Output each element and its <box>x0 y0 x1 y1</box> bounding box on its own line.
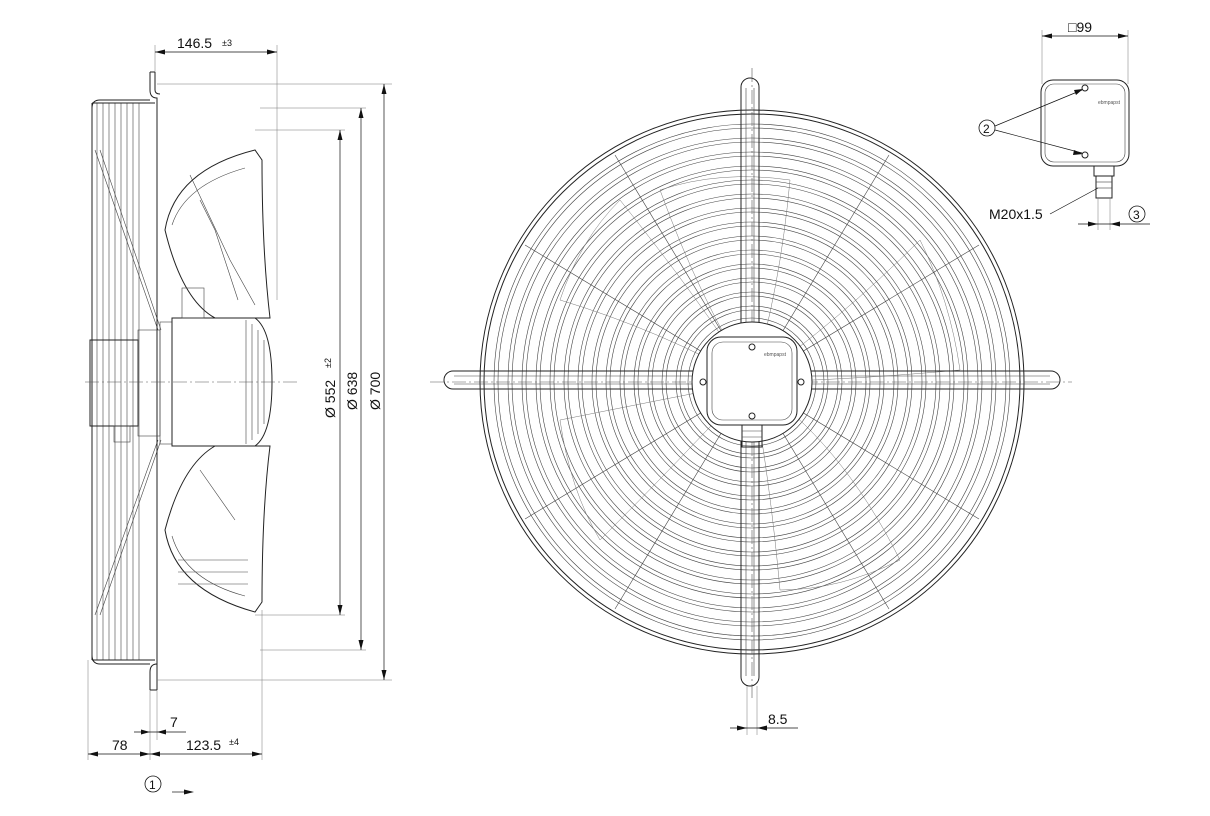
terminal-box-detail: □99 ebmpapst 2 M20x1.5 <box>978 19 1150 230</box>
cable-gland-leader <box>1049 187 1099 215</box>
front-cable-gland <box>741 424 763 448</box>
front-view: ebmpapst 8.5 <box>430 68 1072 735</box>
dim-dia-inner-value: Ø 552 <box>322 380 338 418</box>
terminal-box-brand-mark: ebmpapst <box>1098 100 1121 106</box>
front-screw-top <box>748 343 756 351</box>
front-blades <box>559 176 961 591</box>
dim-front-offset-value: 123.5 <box>186 737 221 753</box>
side-blade-upper <box>164 149 271 319</box>
terminal-box-body <box>1040 79 1130 167</box>
cable-gland-label: M20x1.5 <box>989 206 1043 222</box>
callout-view-direction: 1 <box>144 775 194 795</box>
dim-top-depth-tol: ±3 <box>222 38 232 48</box>
dimension-dia-mid: Ø 638 <box>344 108 364 650</box>
terminal-box-screw-bottom <box>1081 151 1089 159</box>
dim-top-depth-value: 146.5 <box>177 35 212 51</box>
side-blade-lower <box>164 445 271 613</box>
callout-gland: 3 <box>1078 205 1150 227</box>
dimension-front-offset: 123.5 ±4 <box>150 737 262 757</box>
dim-terminal-box-value: □99 <box>1068 19 1092 35</box>
dimension-slot-width: 8.5 <box>730 686 798 735</box>
dim-dia-mid-value: Ø 638 <box>344 372 360 410</box>
dim-dia-inner-tol: ±2 <box>323 358 333 368</box>
dim-flange-thickness-value: 7 <box>170 714 178 730</box>
callout-2-label: 2 <box>983 122 990 136</box>
dim-slot-width-value: 8.5 <box>768 711 788 727</box>
dim-front-offset-tol: ±4 <box>229 737 239 747</box>
callout-screws: 2 <box>978 89 1083 155</box>
dim-rear-offset-value: 78 <box>112 737 128 753</box>
callout-3-label: 3 <box>1133 208 1140 222</box>
dimension-flange-thickness: 7 <box>134 714 186 735</box>
front-screw-right <box>797 378 805 386</box>
side-guard-ribs <box>91 99 162 665</box>
terminal-box-screw-top <box>1081 84 1089 92</box>
terminal-box-gland <box>1093 165 1115 230</box>
callout-1-label: 1 <box>149 778 156 792</box>
dimension-rear-offset: 78 <box>88 737 150 757</box>
front-brand-mark: ebmpapst <box>764 352 787 358</box>
dim-dia-outer-value: Ø 700 <box>367 372 383 410</box>
front-screw-bottom <box>748 412 756 420</box>
side-view: 146.5 ±3 Ø 552 ±2 Ø 638 Ø 700 <box>85 35 392 795</box>
dimension-dia-outer: Ø 700 <box>367 84 387 680</box>
dimension-top-depth: 146.5 ±3 <box>155 35 277 55</box>
front-hub: ebmpapst <box>691 321 813 448</box>
dimension-dia-inner: Ø 552 ±2 <box>322 130 343 615</box>
front-screw-left <box>699 378 707 386</box>
side-flange <box>149 71 161 691</box>
